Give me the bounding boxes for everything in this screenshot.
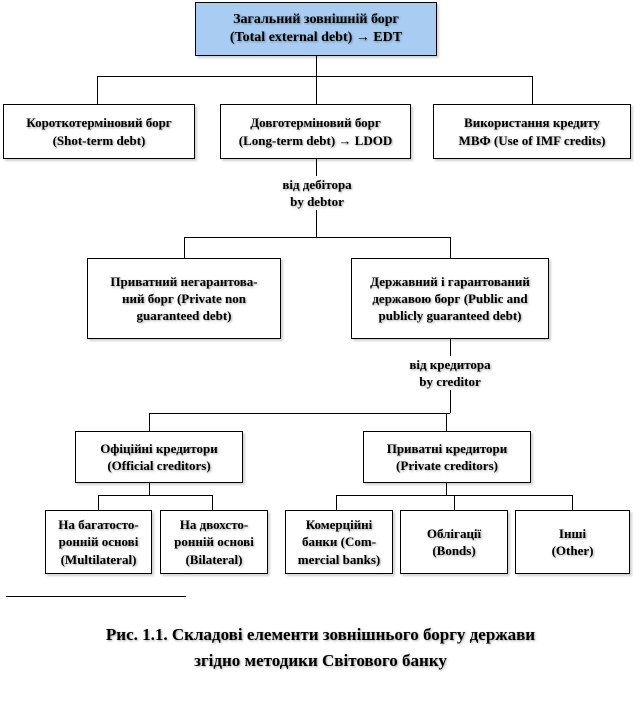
box-label: Інші (558, 525, 587, 541)
box-label: На багатосто- (58, 517, 139, 533)
label-text: від дебітора (282, 177, 352, 192)
box-label: Приватний негарантова- (110, 273, 258, 289)
connector (184, 237, 185, 258)
box-label: Загальний зовнішній борг (233, 11, 399, 27)
connector (532, 76, 533, 104)
box-label: (Long-term debt) → LDOD (238, 132, 393, 148)
label-text: від кредитора (409, 357, 491, 372)
imf-credits-box: Використання кредиту МВФ (Use of IMF cre… (433, 104, 631, 159)
box-label: (Official creditors) (107, 458, 211, 473)
box-label: (Multilateral) (60, 551, 137, 567)
connector (316, 56, 317, 76)
box-label: Офіційні кредитори (100, 440, 218, 456)
official-creditors-box: Офіційні кредитори (Official creditors) (75, 431, 243, 483)
other-box: Інші (Other) (515, 510, 630, 574)
box-label: ронній основі (58, 534, 139, 550)
box-label: publicly guaranteed debt) (378, 308, 522, 324)
box-label: державою борг (Public and (372, 290, 528, 306)
box-label: На двохсто- (179, 517, 249, 533)
connector (572, 495, 573, 510)
box-label: Короткотерміновий борг (26, 115, 172, 131)
connector (336, 495, 337, 510)
public-guaranteed-debt-box: Державний і гарантований державою борг (… (351, 258, 549, 339)
caption-line: Рис. 1.1. Складові елементи зовнішнього … (105, 625, 536, 644)
by-debtor-label: від дебітора by debtor (262, 176, 372, 211)
connector (450, 237, 451, 258)
box-label: (Bilateral) (185, 551, 243, 567)
box-label: Облігації (426, 525, 482, 541)
private-creditors-box: Приватні кредитори (Private creditors) (363, 431, 531, 483)
connector (446, 413, 447, 431)
connector (98, 495, 212, 496)
label-text: by debtor (290, 194, 344, 210)
box-label: (Private creditors) (396, 458, 498, 473)
footnote-rule (6, 596, 186, 597)
total-external-debt-box: Загальний зовнішній борг (Total external… (195, 2, 437, 56)
by-creditor-label: від кредитора by creditor (392, 356, 508, 391)
box-label: ний борг (Private non (122, 290, 246, 306)
connector (97, 76, 98, 104)
connector (446, 483, 447, 495)
box-label: (Shot-term debt) (52, 132, 146, 148)
connector (212, 495, 213, 510)
box-label: банки (Com- (301, 534, 377, 550)
box-label: mercial banks) (297, 551, 381, 567)
connector (184, 237, 450, 238)
box-label: (Total external debt) → EDT (229, 30, 403, 45)
caption-line: згідно методики Світового банку (194, 650, 447, 670)
connector (454, 495, 455, 510)
box-label: Довготерміновий борг (250, 115, 381, 131)
box-label: Комерційні (305, 517, 373, 533)
connector (97, 76, 532, 77)
commercial-banks-box: Комерційні банки (Com- mercial banks) (285, 510, 393, 574)
box-label: (Bonds) (432, 543, 476, 558)
box-label: Використання кредиту (464, 115, 600, 131)
connector (98, 495, 99, 510)
multilateral-box: На багатосто- ронній основі (Multilatera… (45, 510, 152, 574)
bilateral-box: На двохсто- ронній основі (Bilateral) (160, 510, 268, 574)
box-label: Державний і гарантований (370, 273, 530, 289)
box-label: guaranteed debt) (136, 308, 232, 324)
connector (149, 413, 450, 414)
box-label: Приватні кредитори (386, 440, 508, 456)
label-text: by creditor (419, 374, 481, 390)
private-non-guaranteed-debt-box: Приватний негарантова- ний борг (Private… (87, 258, 281, 339)
connector (149, 483, 150, 495)
box-label: (Other) (551, 543, 594, 558)
long-term-debt-box: Довготерміновий борг (Long-term debt) → … (220, 104, 411, 159)
box-label: ронній основі (174, 534, 254, 550)
figure-caption: Рис. 1.1. Складові елементи зовнішнього … (0, 622, 641, 673)
connector (149, 413, 150, 431)
bonds-box: Облігації (Bonds) (400, 510, 508, 574)
box-label: МВФ (Use of IMF credits) (458, 132, 606, 148)
connector (316, 76, 317, 104)
short-term-debt-box: Короткотерміновий борг (Shot-term debt) (3, 104, 195, 159)
